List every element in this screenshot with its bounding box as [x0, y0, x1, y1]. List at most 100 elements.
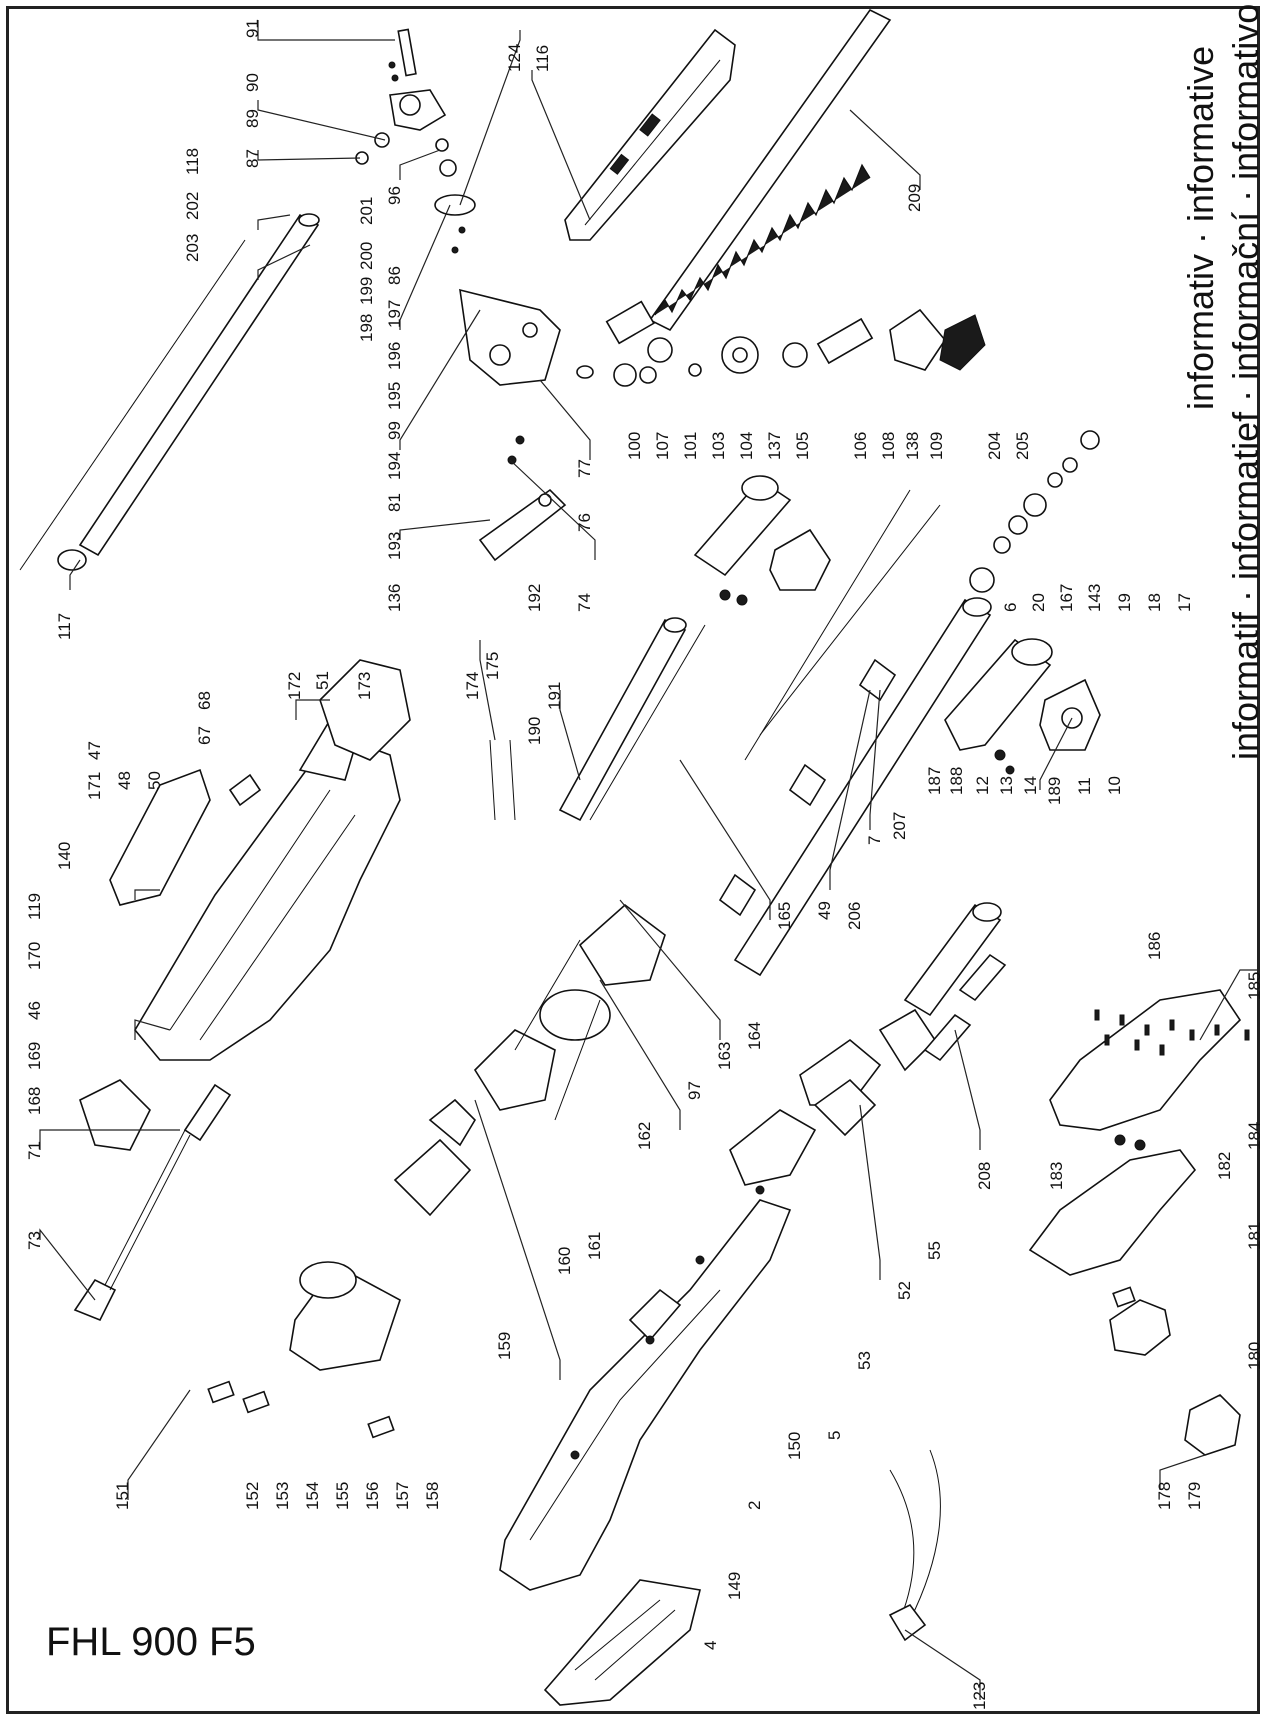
- label-184: 184: [1245, 1122, 1264, 1150]
- label-173: 173: [355, 672, 374, 700]
- label-197: 197: [385, 300, 404, 328]
- label-138: 138: [903, 432, 922, 460]
- label-124: 124: [505, 44, 524, 72]
- label-107: 107: [653, 432, 672, 460]
- label-167: 167: [1057, 584, 1076, 612]
- label-164: 164: [745, 1022, 764, 1050]
- label-175: 175: [483, 652, 502, 680]
- label-160: 160: [555, 1247, 574, 1275]
- label-97: 97: [685, 1081, 704, 1100]
- label-87: 87: [243, 149, 262, 168]
- clamp-lower-right: [944, 638, 1101, 775]
- shaft-bearing-set: [969, 430, 1100, 593]
- label-195: 195: [385, 382, 404, 410]
- label-198: 198: [357, 314, 376, 342]
- label-156: 156: [363, 1482, 382, 1510]
- main-shaft-tube: [718, 489, 992, 977]
- sleeve-186-a: [958, 953, 1007, 1002]
- label-116: 116: [533, 45, 552, 72]
- label-209: 209: [905, 184, 924, 212]
- label-49: 49: [815, 901, 834, 920]
- label-123: 123: [970, 1682, 989, 1710]
- knob-assembly-178-180: [1109, 1286, 1241, 1456]
- label-163: 163: [715, 1042, 734, 1070]
- clamp-upper: [693, 475, 831, 606]
- label-192: 192: [525, 584, 544, 612]
- label-140: 140: [55, 842, 74, 870]
- label-108: 108: [879, 432, 898, 460]
- sleeve-186-b: [923, 1013, 972, 1062]
- rear-cover-149: [543, 1579, 701, 1706]
- label-91: 91: [243, 19, 262, 38]
- switch-part-168: [79, 1079, 151, 1151]
- label-187: 187: [925, 767, 944, 795]
- label-86: 86: [385, 266, 404, 285]
- label-2: 2: [745, 1501, 764, 1510]
- label-106: 106: [851, 432, 870, 460]
- coupling-part-upper: [858, 658, 897, 702]
- tube-190-191: [558, 617, 706, 822]
- label-73: 73: [25, 1231, 44, 1250]
- label-162: 162: [635, 1122, 654, 1150]
- rear-handle-body: [499, 1109, 817, 1591]
- label-149: 149: [725, 1572, 744, 1600]
- label-194: 194: [385, 452, 404, 480]
- label-52: 52: [895, 1281, 914, 1300]
- label-174: 174: [463, 672, 482, 700]
- label-76: 76: [575, 513, 594, 532]
- label-152: 152: [243, 1482, 262, 1510]
- label-183: 183: [1047, 1162, 1066, 1190]
- model-caption: FHL 900 F5: [46, 1620, 256, 1664]
- motor-housing-upper: [109, 659, 411, 1061]
- label-46: 46: [25, 1001, 44, 1020]
- label-50: 50: [145, 771, 164, 790]
- bushing-117: [57, 549, 87, 571]
- label-189: 189: [1045, 777, 1064, 805]
- label-11: 11: [1075, 777, 1094, 795]
- label-181: 181: [1245, 1222, 1264, 1250]
- label-103: 103: [709, 432, 728, 460]
- motor-stack: [207, 903, 666, 1439]
- label-185: 185: [1245, 972, 1264, 1000]
- label-204: 204: [985, 432, 1004, 460]
- label-18: 18: [1145, 593, 1164, 612]
- leader-lines: [39, 20, 1260, 1700]
- gear-head-assembly: [355, 28, 567, 562]
- label-171: 171: [85, 772, 104, 800]
- label-150: 150: [785, 1432, 804, 1460]
- hedge-blade-209: [648, 8, 892, 332]
- label-190: 190: [525, 717, 544, 745]
- label-81: 81: [385, 493, 404, 512]
- label-68: 68: [195, 691, 214, 710]
- label-90: 90: [243, 73, 262, 92]
- label-153: 153: [273, 1482, 292, 1510]
- label-5: 5: [825, 1431, 844, 1440]
- label-201: 201: [357, 197, 376, 225]
- shoulder-strap-123: [888, 1449, 941, 1642]
- label-47: 47: [85, 741, 104, 760]
- coupling-part-lower: [718, 873, 757, 917]
- power-cable-73: [73, 1079, 232, 1322]
- label-17: 17: [1175, 593, 1194, 612]
- label-186: 186: [1145, 932, 1164, 960]
- label-143: 143: [1085, 584, 1104, 612]
- label-202: 202: [183, 192, 202, 220]
- side-text-line1: informativ · informative: [1180, 45, 1221, 410]
- rear-clamp-and-tube: [799, 902, 1007, 1137]
- coupling-part-middle: [788, 763, 827, 807]
- label-19: 19: [1115, 593, 1134, 612]
- label-158: 158: [423, 1482, 442, 1510]
- label-203: 203: [183, 234, 202, 262]
- label-169: 169: [25, 1042, 44, 1070]
- blade-cover-116: [564, 28, 736, 241]
- label-100: 100: [625, 432, 644, 460]
- label-199: 199: [357, 277, 376, 305]
- label-109: 109: [927, 432, 946, 460]
- label-155: 155: [333, 1482, 352, 1510]
- label-165: 165: [775, 902, 794, 930]
- label-4: 4: [701, 1641, 720, 1650]
- label-12: 12: [973, 776, 992, 795]
- label-159: 159: [495, 1332, 514, 1360]
- label-180: 180: [1245, 1342, 1264, 1370]
